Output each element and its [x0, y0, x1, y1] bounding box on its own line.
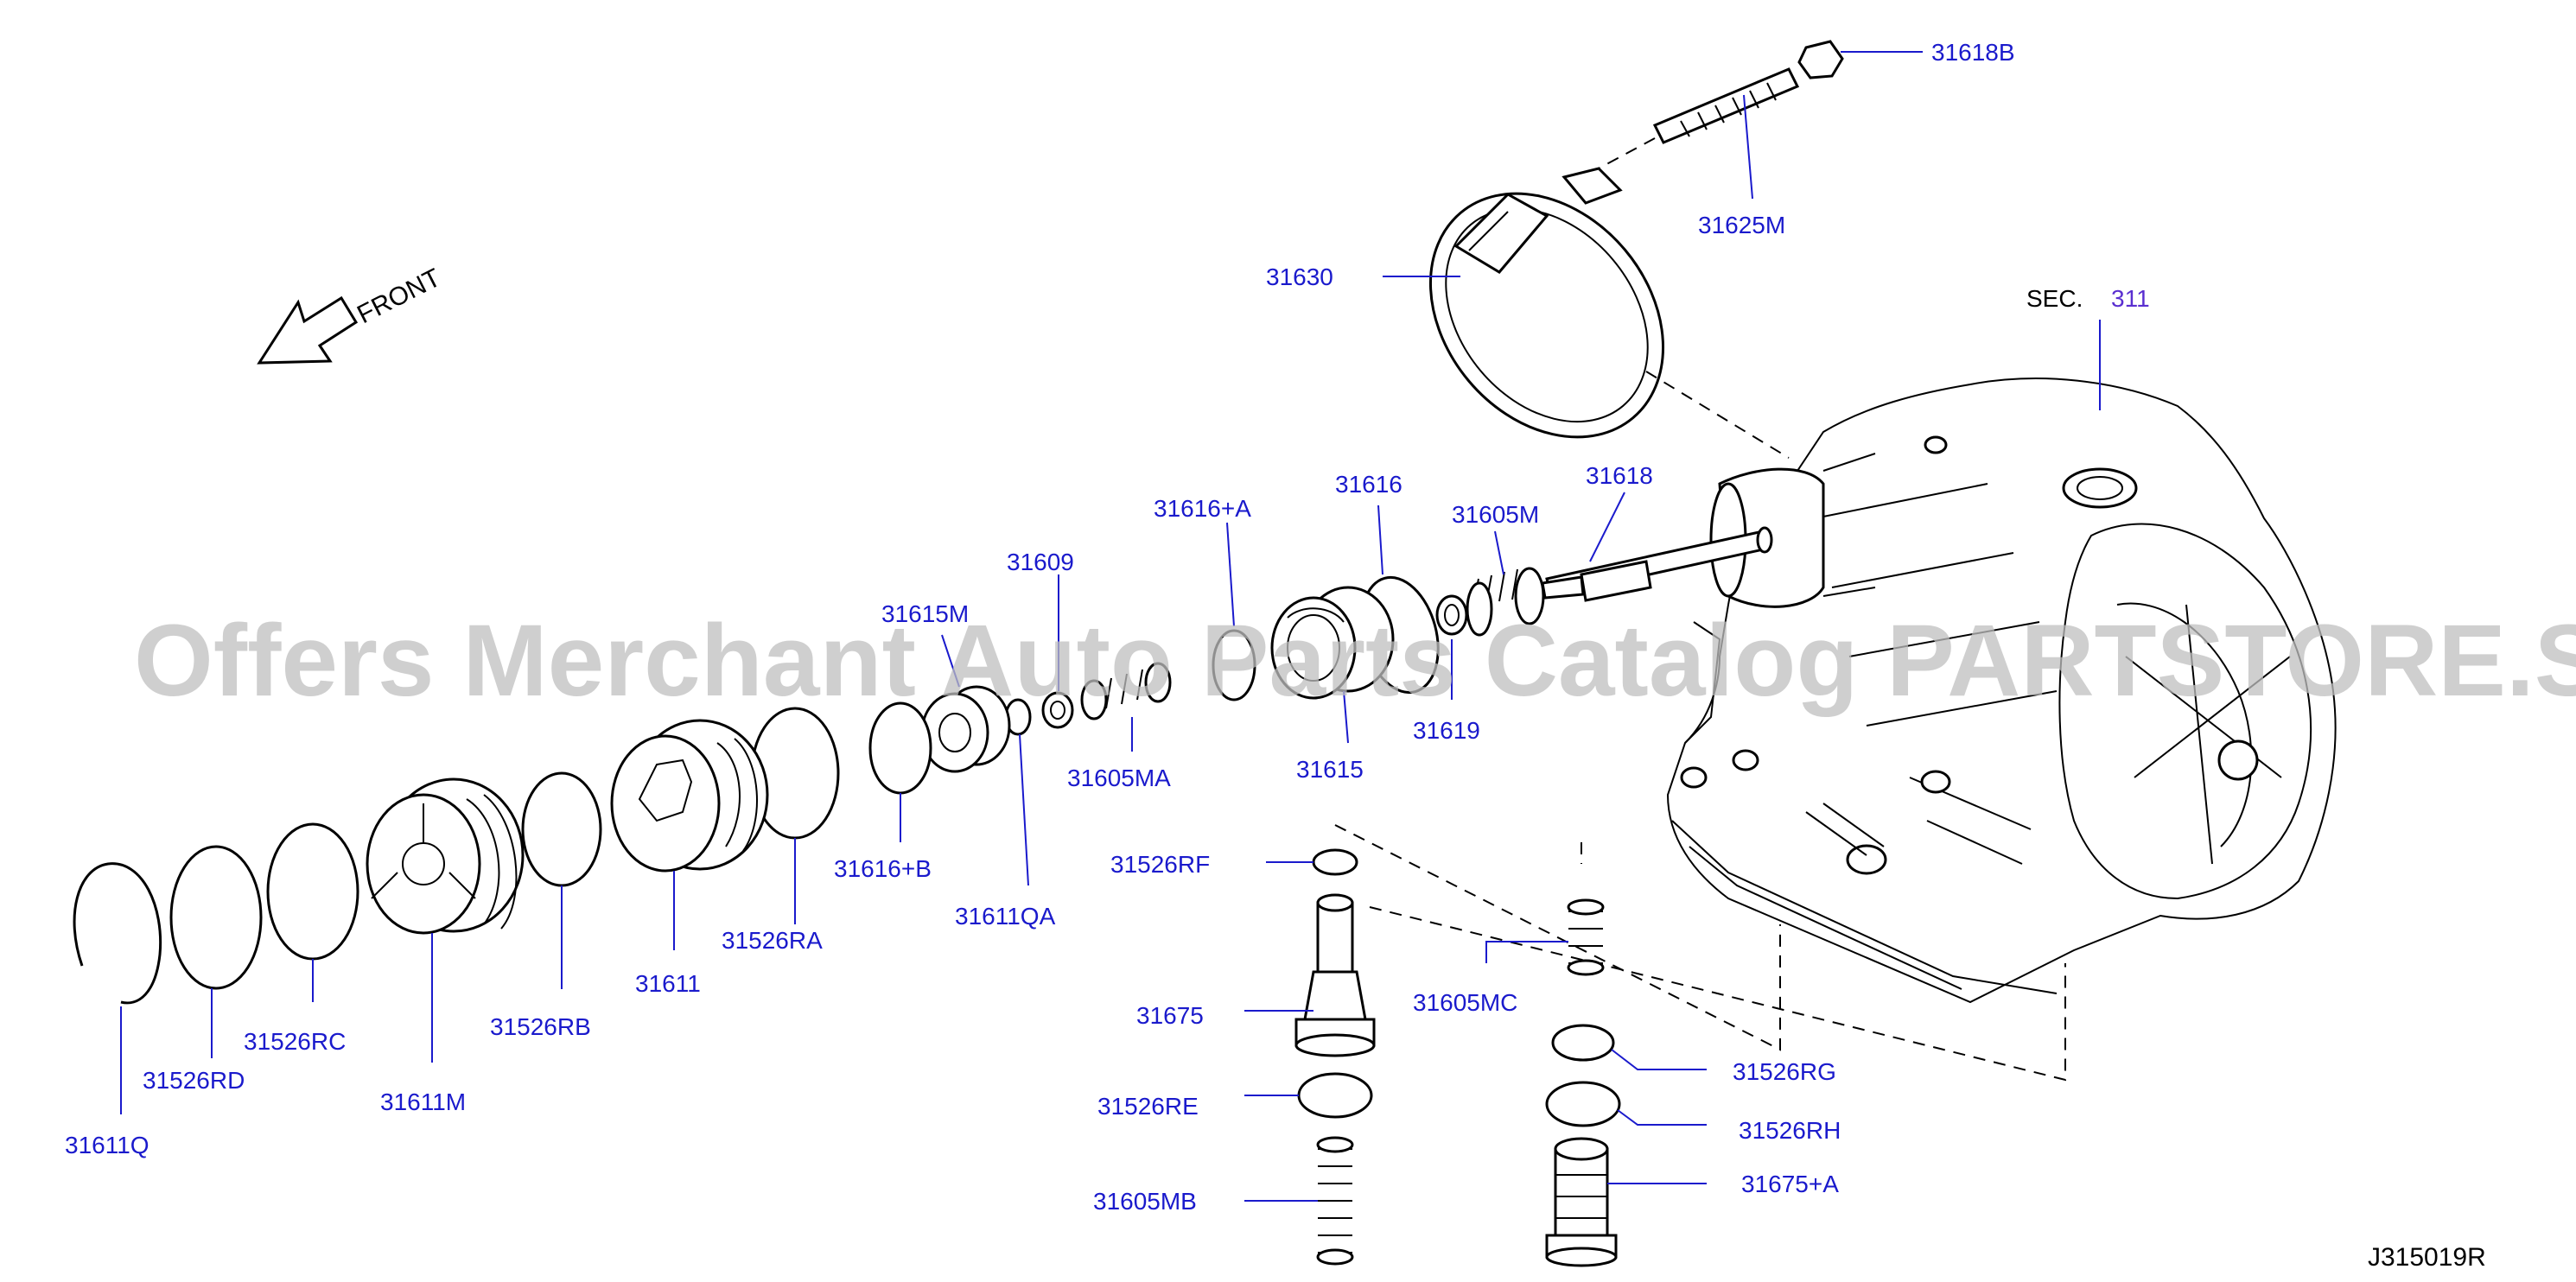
label-31605M: 31605M: [1452, 501, 1539, 528]
o-ring-31526RH: [1545, 1081, 1621, 1127]
o-ring-31526RE: [1297, 1072, 1373, 1119]
leader-lines: [120, 51, 2101, 1202]
label-31611Q: 31611Q: [65, 1132, 149, 1158]
watermark: Offers Merchant Auto Parts Catalog PARTS…: [134, 604, 2576, 718]
piston-31615: [1270, 586, 1395, 700]
label-31609: 31609: [1007, 549, 1074, 575]
label-31616B: 31616+B: [834, 855, 932, 882]
front-arrow: FRONT: [257, 263, 445, 365]
o-ring-31526RF: [1312, 848, 1358, 876]
label-31611QA: 31611QA: [955, 903, 1056, 930]
label-31615M: 31615M: [881, 600, 969, 627]
snap-ring-31616A: [1212, 629, 1256, 701]
label-31630: 31630: [1266, 263, 1333, 290]
spring-31605MC: [1567, 898, 1605, 976]
label-31618B: 31618B: [1931, 39, 2015, 66]
label-31526RA: 31526RA: [722, 927, 823, 954]
label-31625M: 31625M: [1698, 212, 1785, 238]
front-label: FRONT: [353, 263, 445, 329]
plug-31675A: [1545, 1137, 1618, 1267]
label-31616A: 31616+A: [1154, 495, 1251, 522]
piston-31615M: [920, 685, 1011, 773]
label-31526RF: 31526RF: [1110, 851, 1210, 878]
retainer-31611: [610, 719, 769, 873]
label-31675A: 31675+A: [1741, 1171, 1839, 1197]
washer-31619: [1435, 594, 1468, 636]
section-number: 311: [2111, 285, 2150, 312]
label-31526RD: 31526RD: [143, 1067, 245, 1094]
callout-labels: 31618B 31625M 31630 31618 31605M 31616 3…: [65, 39, 2015, 1215]
label-31526RC: 31526RC: [244, 1028, 346, 1055]
label-31615: 31615: [1296, 756, 1364, 783]
diagram-code: J315019R: [2368, 1243, 2486, 1272]
o-ring-31526RG: [1551, 1024, 1615, 1062]
o-ring-31526RC: [266, 822, 359, 961]
section-reference: SEC. 311: [2026, 285, 2150, 312]
label-31616: 31616: [1335, 471, 1402, 498]
cover-31611M: [366, 777, 525, 935]
transmission-case: [1666, 378, 2337, 1004]
servo-spring-31605M: [1466, 567, 1545, 637]
adjusting-screw: [1598, 40, 1844, 169]
plug-31675: [1294, 893, 1376, 1057]
spring-31605MB: [1316, 1136, 1354, 1266]
snap-ring-31611Q: [73, 862, 162, 1005]
label-31611: 31611: [635, 970, 701, 997]
label-31618: 31618: [1586, 462, 1653, 489]
section-prefix: SEC.: [2026, 285, 2083, 312]
label-31526RH: 31526RH: [1739, 1117, 1841, 1144]
servo-stem: [1541, 526, 1773, 602]
label-31526RE: 31526RE: [1097, 1093, 1199, 1120]
label-31605MA: 31605MA: [1067, 765, 1171, 791]
label-31611M: 31611M: [380, 1088, 466, 1115]
o-ring-31526RD: [169, 845, 263, 990]
washer-31609: [1041, 691, 1074, 729]
brake-band: [1428, 167, 1665, 439]
o-ring-31526RB: [521, 771, 602, 887]
label-31526RG: 31526RG: [1733, 1058, 1836, 1085]
label-31605MC: 31605MC: [1413, 989, 1517, 1016]
label-31526RB: 31526RB: [490, 1013, 591, 1040]
spring-31605MA: [1080, 662, 1172, 720]
label-31675: 31675: [1136, 1002, 1204, 1029]
label-31605MB: 31605MB: [1093, 1188, 1197, 1215]
label-31619: 31619: [1413, 717, 1480, 744]
